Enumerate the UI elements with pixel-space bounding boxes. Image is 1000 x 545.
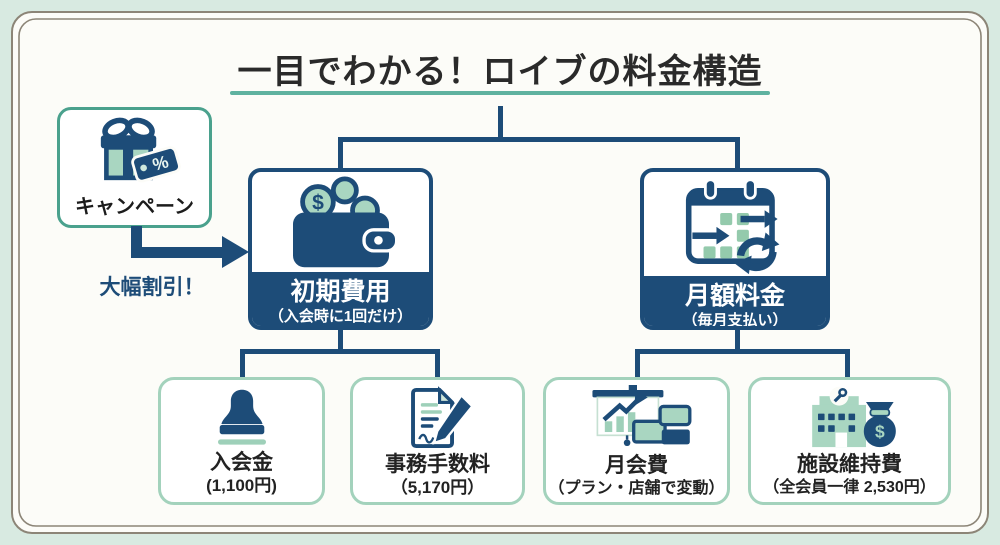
campaign-arrow-vertical bbox=[131, 226, 142, 252]
stamp-icon bbox=[217, 389, 266, 445]
title-underline bbox=[230, 91, 770, 95]
monthly-membership-amount: （プラン・店舗で変動） bbox=[548, 479, 725, 497]
connector-top-vertical bbox=[498, 106, 503, 142]
connector-monthly-down bbox=[735, 328, 740, 354]
processing-fee-box: 事務手数料 （5,170円） bbox=[350, 377, 525, 505]
connector-initial-horizontal bbox=[240, 349, 440, 354]
monthly-fee-icon-area bbox=[644, 172, 826, 276]
discount-note: 大幅割引！ bbox=[99, 276, 205, 299]
svg-text:$: $ bbox=[312, 192, 324, 215]
facility-fee-box: $ 施設維持費 （全会員一律 2,530円） bbox=[748, 377, 951, 505]
price-chart-icon bbox=[591, 385, 691, 447]
admission-fee-label: 入会金 bbox=[210, 450, 273, 474]
page-title: 一目でわかる！ロイブの料金構造 bbox=[237, 53, 763, 91]
initial-cost-title: 初期費用 bbox=[290, 278, 391, 306]
campaign-arrow-head bbox=[222, 236, 249, 268]
monthly-membership-box: 月会費 （プラン・店舗で変動） bbox=[543, 377, 730, 505]
connector-monthly-horizontal bbox=[635, 349, 850, 354]
initial-cost-band: 初期費用 （入会時に1回だけ） bbox=[252, 272, 429, 326]
connector-getsukaihi-drop bbox=[635, 349, 640, 378]
monthly-fee-band: 月額料金 （毎月支払い） bbox=[644, 276, 826, 330]
connector-nyukaikin-drop bbox=[240, 349, 245, 378]
monthly-membership-label: 月会費 bbox=[605, 454, 668, 478]
connector-initial-drop bbox=[338, 137, 343, 171]
connector-monthly-drop bbox=[735, 137, 740, 171]
svg-text:%: % bbox=[150, 151, 171, 175]
initial-cost-subtitle: （入会時に1回だけ） bbox=[268, 308, 413, 326]
processing-fee-amount: （5,170円） bbox=[390, 477, 485, 497]
monthly-fee-subtitle: （毎月支払い） bbox=[682, 312, 788, 330]
building-moneybag-icon: $ bbox=[811, 387, 896, 448]
monthly-fee-title: 月額料金 bbox=[684, 282, 785, 310]
initial-cost-box: $ 初期費用 （入会時に1回だけ） bbox=[248, 168, 433, 330]
calendar-recurring-icon bbox=[685, 178, 780, 275]
facility-fee-amount: （全会員一律 2,530円） bbox=[763, 478, 936, 496]
svg-text:$: $ bbox=[874, 422, 884, 442]
gift-discount-icon: % bbox=[100, 117, 181, 183]
wallet-coins-icon: $ bbox=[292, 176, 398, 268]
initial-cost-icon-area: $ bbox=[252, 172, 429, 272]
monthly-fee-box: 月額料金 （毎月支払い） bbox=[640, 168, 830, 330]
connector-jimu-drop bbox=[435, 349, 440, 378]
campaign-arrow-horizontal bbox=[131, 247, 223, 258]
connector-top-horizontal bbox=[338, 137, 740, 142]
connector-initial-down bbox=[338, 328, 343, 354]
document-pen-icon bbox=[410, 385, 474, 448]
admission-fee-box: 入会金 (1,100円) bbox=[158, 377, 325, 505]
facility-fee-label: 施設維持費 bbox=[797, 453, 902, 477]
campaign-label: キャンペーン bbox=[75, 196, 194, 218]
admission-fee-amount: (1,100円) bbox=[206, 475, 277, 495]
campaign-box: % キャンペーン bbox=[57, 107, 212, 228]
processing-fee-label: 事務手数料 bbox=[385, 452, 490, 476]
connector-shisetsu-drop bbox=[845, 349, 850, 378]
